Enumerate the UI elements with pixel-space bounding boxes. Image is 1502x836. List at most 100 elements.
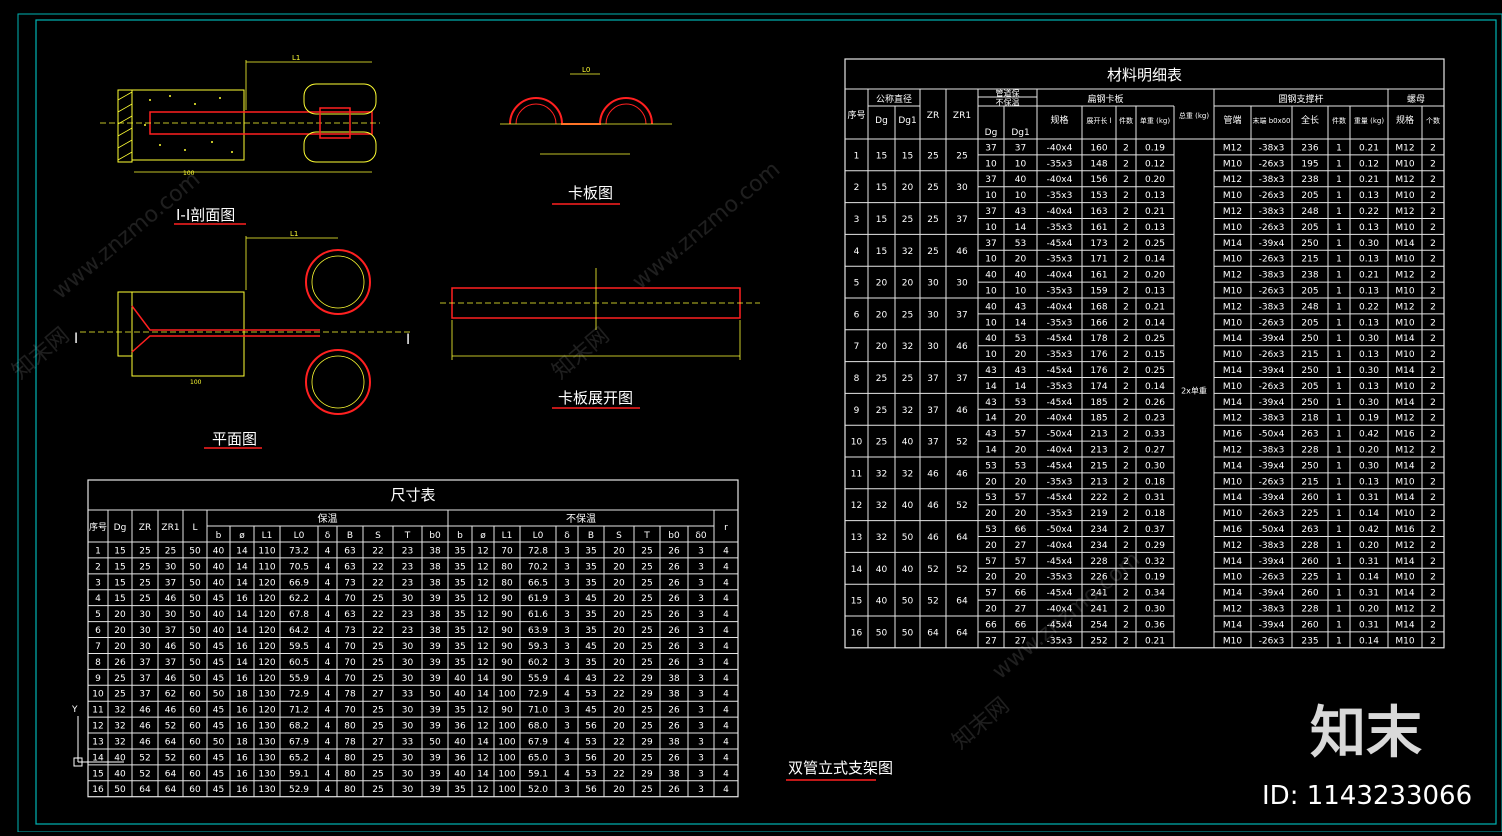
- dim-cell: 3: [698, 578, 704, 588]
- mat-cell: 1: [1336, 318, 1342, 328]
- mat-cell: -40x4: [1047, 271, 1073, 281]
- dim-cell: 12: [477, 785, 488, 795]
- mat-group-cell: 5: [854, 279, 860, 289]
- dim-cell: 67.9: [289, 737, 309, 747]
- mat-cell: M12: [1395, 414, 1414, 424]
- mat-cell: 0.12: [1359, 159, 1379, 169]
- dim-cell: 4: [723, 722, 729, 732]
- dim-cell: 70: [344, 658, 356, 668]
- mat-cell: M14: [1223, 366, 1242, 376]
- mat-group-cell: 46: [956, 406, 968, 416]
- mat-cell: -35x3: [1047, 382, 1073, 392]
- dim-head: B: [347, 531, 353, 541]
- mat-cell: M12: [1395, 541, 1414, 551]
- dim-cell: 20: [613, 658, 625, 668]
- mat-cell: 2: [1430, 366, 1436, 376]
- dim-cell: 30: [402, 785, 414, 795]
- mat-table-border: [844, 58, 1445, 649]
- mat-head: Dg: [875, 116, 888, 126]
- mat-cell: M14: [1395, 589, 1414, 599]
- mat-group-cell: 52: [956, 501, 967, 511]
- dim-cell: 46: [139, 722, 151, 732]
- mat-cell: -38x3: [1259, 271, 1285, 281]
- dim-cell: 14: [236, 626, 248, 636]
- dim-cell: 3: [564, 610, 570, 620]
- mat-cell: 1: [1336, 143, 1342, 153]
- mat-cell: 1: [1336, 239, 1342, 249]
- dim-cell: 20: [613, 562, 625, 572]
- dim-cell: 60: [189, 690, 201, 700]
- mat-cell: 0.13: [1359, 223, 1379, 233]
- dim-cell: 63: [344, 562, 355, 572]
- dim-cell: 20: [613, 642, 625, 652]
- dim-cell: 8: [95, 658, 101, 668]
- mat-cell: 1: [1336, 636, 1342, 646]
- dim-cell: 25: [641, 658, 652, 668]
- dim-cell: 59.5: [289, 642, 309, 652]
- dim-cell: 29: [641, 737, 653, 747]
- dim-cell: 4: [325, 722, 331, 732]
- mat-cell: M16: [1395, 430, 1414, 440]
- mat-cell: M14: [1395, 620, 1414, 630]
- dim-cell: 66.5: [528, 578, 548, 588]
- mat-cell: 2: [1123, 414, 1129, 424]
- mat-cell: 234: [1090, 541, 1107, 551]
- mat-cell: 2: [1123, 636, 1129, 646]
- mat-cell: 0.13: [1145, 223, 1165, 233]
- dim-cell: 78: [344, 690, 356, 700]
- mat-cell: 37: [985, 143, 996, 153]
- mat-cell: M12: [1223, 302, 1242, 312]
- mat-cell: 0.30: [1359, 398, 1379, 408]
- dim-cell: 26: [668, 642, 680, 652]
- mat-cell: -40x4: [1047, 302, 1073, 312]
- mat-cell: 2: [1430, 287, 1436, 297]
- dim-head: Dg: [114, 523, 127, 533]
- mat-cell: 0.30: [1145, 605, 1165, 615]
- dim-cell: 52: [139, 769, 150, 779]
- dim-cell: 45: [213, 642, 224, 652]
- mat-group-cell: 50: [902, 533, 914, 543]
- dim-cell: 64: [139, 785, 151, 795]
- dim-cell: 63.9: [528, 626, 548, 636]
- dim-head: S: [375, 531, 381, 541]
- mat-cell: 0.27: [1145, 446, 1165, 456]
- dim-cell: 30: [402, 722, 414, 732]
- dim-cell: 67.9: [528, 737, 548, 747]
- mat-cell: M10: [1223, 573, 1242, 583]
- mat-group-cell: 6: [854, 310, 860, 320]
- dim-head: ZR1: [161, 523, 179, 533]
- mat-group-cell: 32: [902, 406, 913, 416]
- mat-cell: 2: [1123, 525, 1129, 535]
- section-mark-right: I: [406, 332, 410, 348]
- mat-group-cell: 52: [927, 565, 938, 575]
- mat-cell: M12: [1395, 271, 1414, 281]
- dim-cell: 4: [325, 610, 331, 620]
- mat-cell: 1: [1336, 175, 1342, 185]
- mat-cell: 20: [1015, 414, 1027, 424]
- dim-cell: 4: [723, 626, 729, 636]
- dim-cell: 3: [564, 546, 570, 556]
- dim-cell: 4: [723, 769, 729, 779]
- dim-cell: 60: [189, 785, 201, 795]
- mat-cell: 0.21: [1145, 302, 1165, 312]
- dim-cell: 60.5: [289, 658, 309, 668]
- dim-cell: 12: [477, 658, 488, 668]
- mat-cell: 0.31: [1359, 493, 1379, 503]
- mat-cell: 250: [1301, 398, 1318, 408]
- mat-cell: 40: [985, 334, 997, 344]
- dim-cell: 35: [585, 546, 596, 556]
- dim-head: b0: [429, 531, 441, 541]
- dim-cell: 60: [189, 722, 201, 732]
- dim-cell: 20: [613, 610, 625, 620]
- dim-cell: 29: [641, 674, 653, 684]
- mat-cell: 2: [1430, 239, 1436, 249]
- dim-cell: 3: [698, 753, 704, 763]
- mat-head: 总重 (kg): [1179, 111, 1209, 120]
- mat-head: 不保温: [996, 97, 1020, 107]
- dim-cell: 46: [139, 737, 151, 747]
- dim-cell: 3: [698, 785, 704, 795]
- mat-cell: M14: [1395, 366, 1414, 376]
- watermark-brand-3: 知末网: [948, 693, 1015, 755]
- mat-cell: 2: [1430, 159, 1436, 169]
- mat-head: 序号: [847, 109, 865, 121]
